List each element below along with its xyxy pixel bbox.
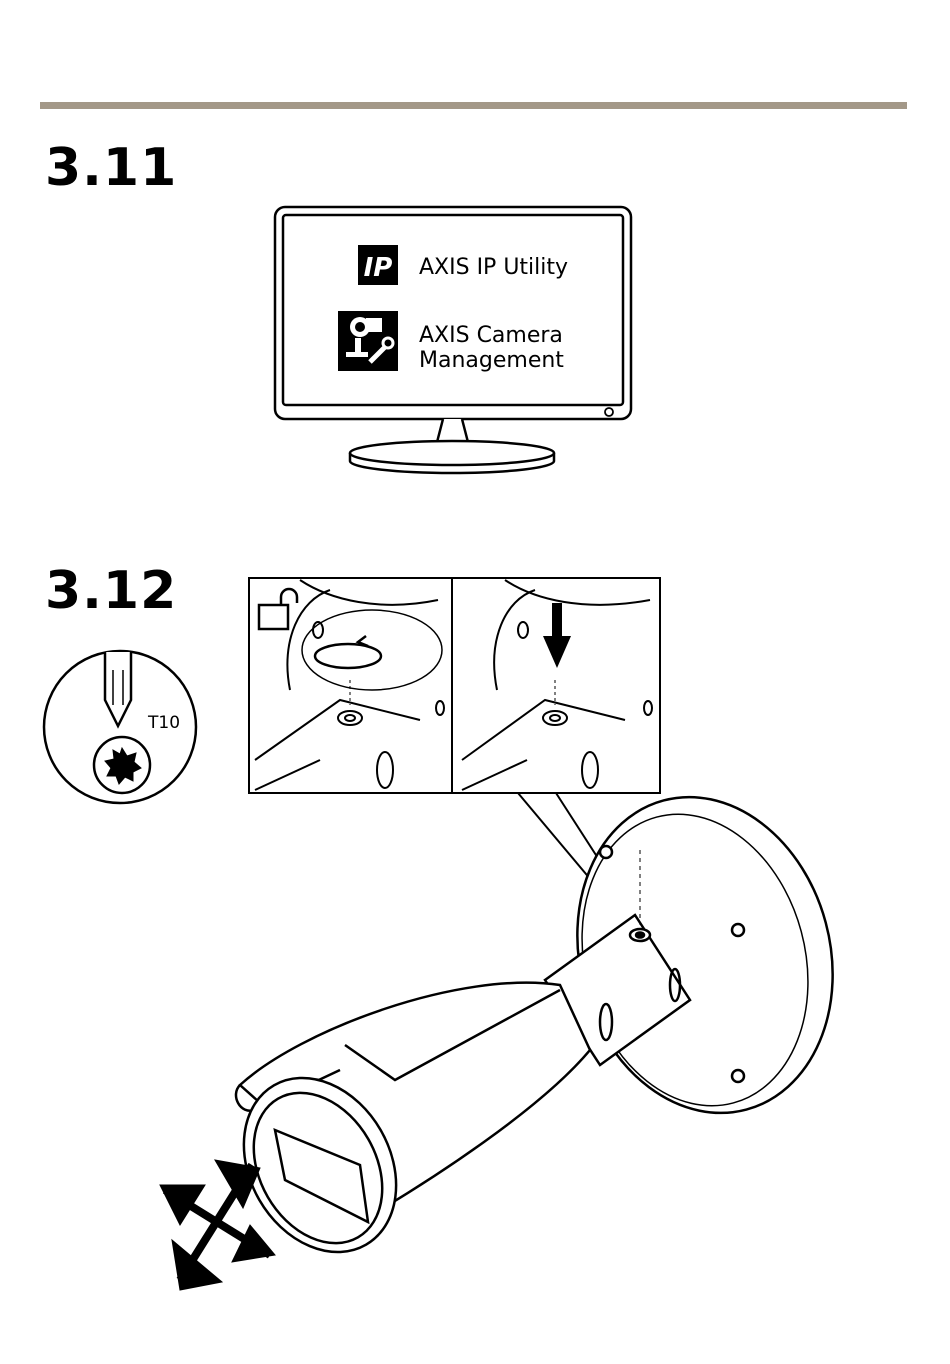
bullet-camera-illustration <box>213 768 867 1280</box>
ip-utility-label: AXIS IP Utility <box>419 255 568 280</box>
camera-management-icon <box>338 311 398 371</box>
camera-mgmt-label-line2: Management <box>419 348 564 373</box>
detail-panels <box>249 578 660 793</box>
camera-mgmt-label-line1: AXIS Camera <box>419 323 563 348</box>
ip-icon-text: IP <box>364 253 393 283</box>
bit-size-label: T10 <box>147 713 180 733</box>
ip-utility-icon: IP <box>358 245 398 285</box>
